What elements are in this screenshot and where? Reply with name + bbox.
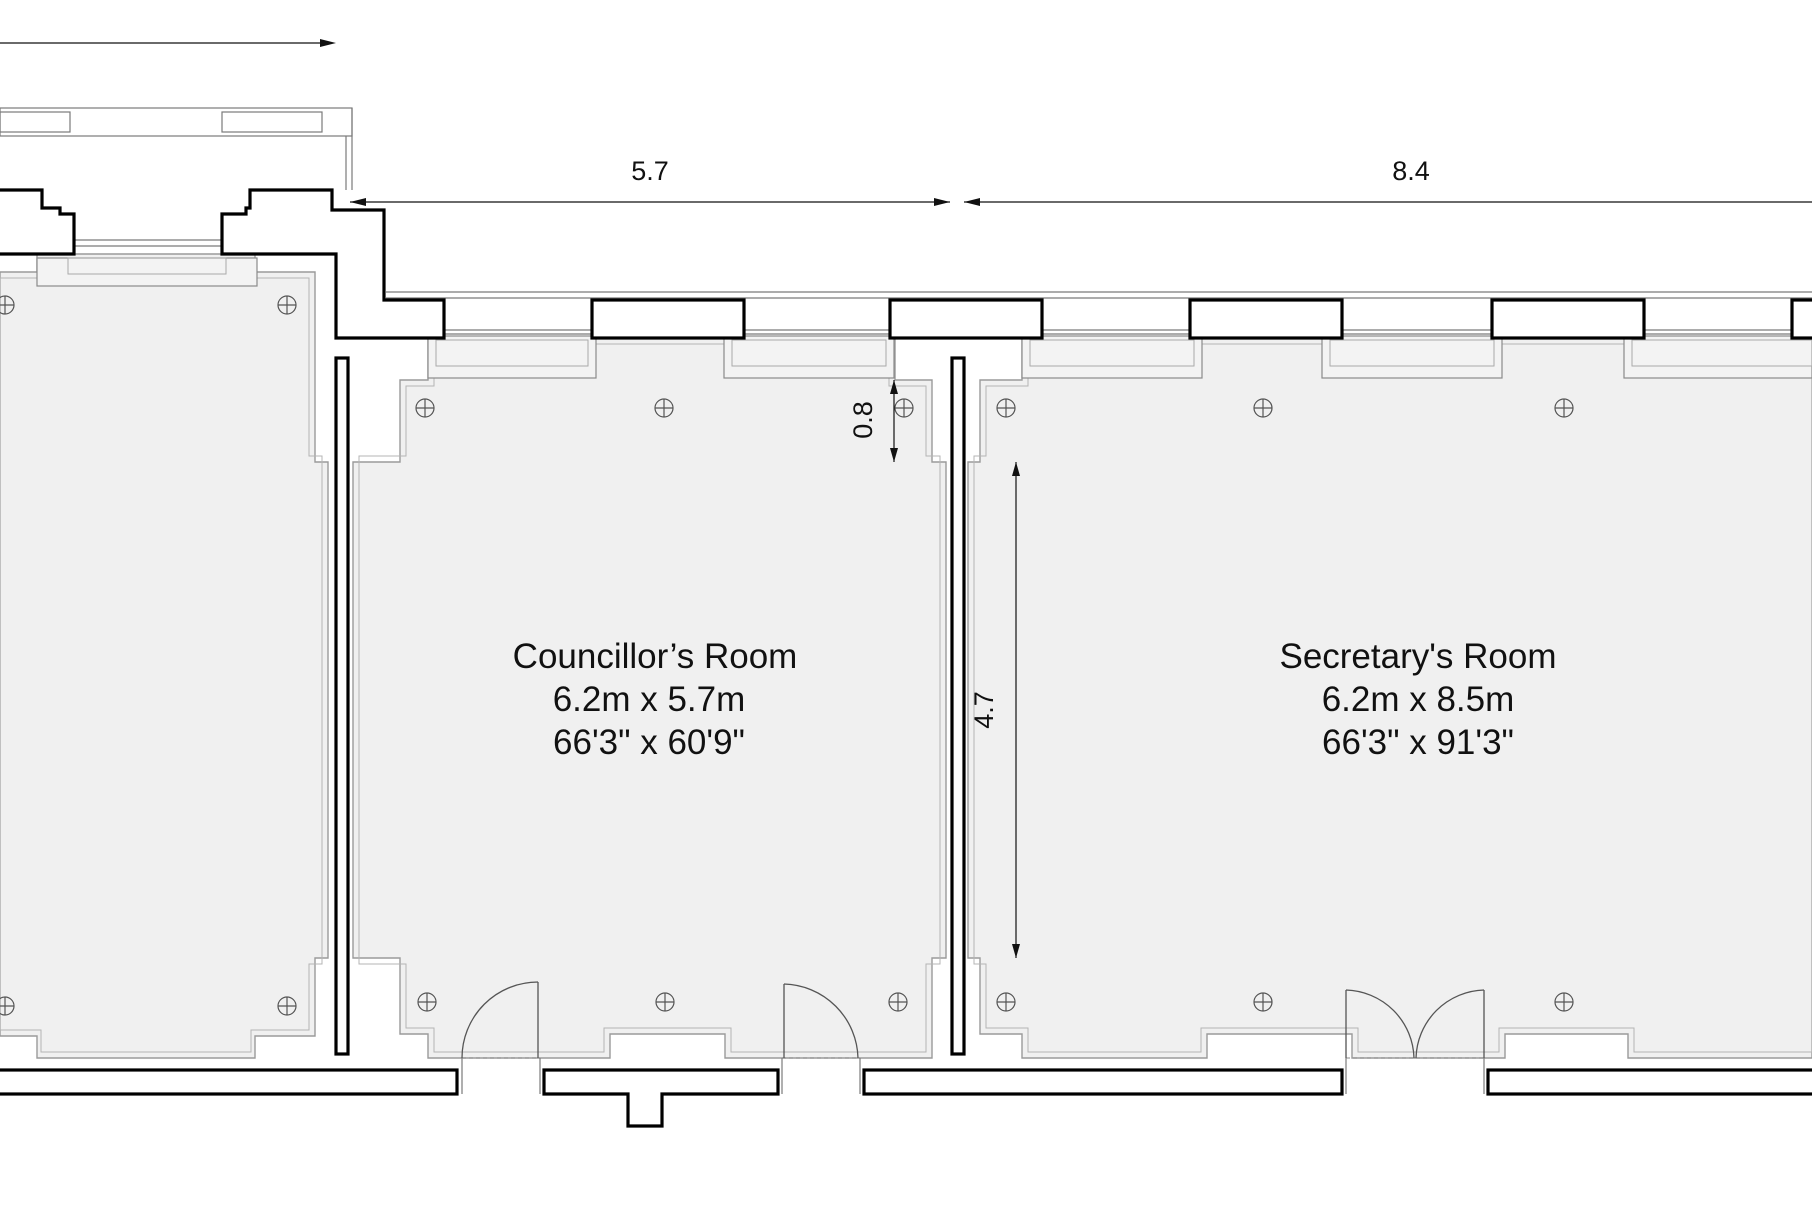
room-imperial-size: 66'3" x 91'3" [1322, 723, 1514, 762]
fixture-icon [417, 992, 437, 1012]
fixture-icon [888, 992, 908, 1012]
fixture-icon [996, 398, 1016, 418]
recess-depth-label: 0.8 [848, 401, 878, 439]
window-sills [36, 257, 1812, 379]
fixture-icon [1253, 398, 1273, 418]
fixture-icon [1554, 398, 1574, 418]
fixture-icon [894, 398, 914, 418]
room-name: Councillor’s Room [513, 637, 798, 676]
councillor-width-dimension [350, 198, 950, 206]
balcony [0, 107, 353, 190]
fixture-icon [415, 398, 435, 418]
fixture-icon [0, 996, 15, 1016]
partition-length-dimension [1012, 462, 1020, 958]
recess-depth-dimension [890, 380, 898, 462]
partition-length-label: 4.7 [969, 691, 999, 729]
left-room-floor [0, 253, 329, 1059]
secretary-width-label: 8.4 [1392, 156, 1430, 186]
top-left-dimension-line [0, 39, 336, 47]
fixture-icon [1253, 992, 1273, 1012]
room-imperial-size: 66'3" x 60'9" [553, 723, 745, 762]
ceiling-fixtures [0, 295, 1574, 1016]
door-thresholds [461, 1057, 1485, 1094]
secretarys-room-label: Secretary's Room 6.2m x 8.5m 66'3" x 91'… [1279, 637, 1556, 762]
fixture-icon [277, 295, 297, 315]
room-metric-size: 6.2m x 5.7m [553, 680, 746, 719]
doors [461, 981, 1485, 1059]
councillor-width-label: 5.7 [631, 156, 669, 186]
secretary-width-dimension [964, 198, 1812, 206]
walls [0, 188, 1812, 1128]
fixture-icon [1554, 992, 1574, 1012]
fixture-icon [277, 996, 297, 1016]
fixture-icon [0, 295, 15, 315]
fixture-icon [996, 992, 1016, 1012]
room-metric-size: 6.2m x 8.5m [1322, 680, 1515, 719]
room-name: Secretary's Room [1279, 637, 1556, 676]
fixture-icon [654, 398, 674, 418]
councillors-room-label: Councillor’s Room 6.2m x 5.7m 66'3" x 60… [513, 637, 798, 762]
fixture-icon [655, 992, 675, 1012]
